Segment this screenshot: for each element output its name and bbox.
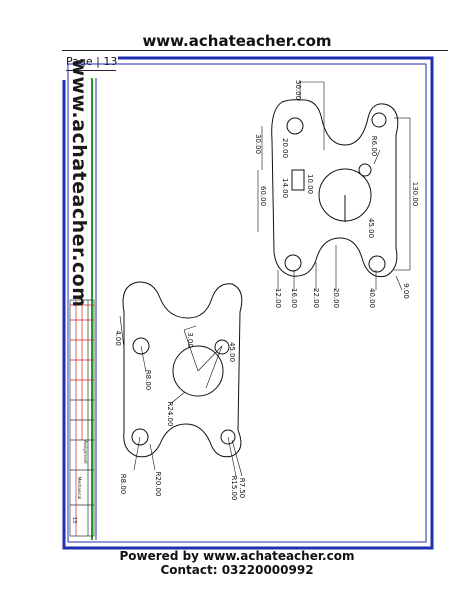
bottom-dimension-lines (119, 315, 243, 477)
title-block-dept: Mechanical (77, 477, 82, 500)
dim-top-30: 30.00 (254, 134, 262, 154)
dim-bottom-r24: R24.00 (166, 402, 174, 427)
footer-powered: Powered by www.achateacher.com (119, 549, 355, 563)
dim-bottom-r15: R15.00 (230, 476, 238, 501)
top-part-drawing (271, 99, 399, 278)
bottom-part-drawing (122, 281, 243, 458)
dim-top-60: 60.00 (259, 186, 267, 206)
dim-top-22: 22.00 (312, 288, 320, 308)
dim-top-10: 10.00 (306, 174, 314, 194)
dim-top-50: 50.00 (294, 80, 302, 100)
page-label: Page | 13 (66, 55, 118, 68)
dim-top-45: 45.00 (367, 218, 375, 238)
dim-top-12: 12.00 (274, 288, 282, 308)
dim-bottom-3: 3.00 (186, 332, 194, 348)
dim-bottom-4: 4.00 (114, 330, 122, 346)
dim-top-40: 40.00 (368, 288, 376, 308)
dim-top-9: 9.00 (402, 283, 410, 299)
dim-bottom-r8a: R8.00 (144, 370, 152, 390)
title-block: Assignment Mechanical 13 (69, 299, 95, 537)
frame-blue (62, 56, 434, 550)
bottom-dimension-labels: 4.00 3.00 45.00 R8.00 R24.00 R8.00 R20.0… (114, 330, 246, 500)
top-dimension-labels: 50.00 20.00 R6.00 10.00 14.00 30.00 60.0… (254, 80, 419, 308)
dim-top-16: 16.00 (290, 288, 298, 308)
frame-inner (67, 63, 427, 543)
dim-top-20b: 20.00 (332, 288, 340, 308)
dim-bottom-r20: R20.00 (154, 472, 162, 497)
dim-bottom-r7-5: R7.50 (238, 478, 246, 498)
dim-bottom-45: 45.00 (228, 342, 236, 362)
watermark-text: www.achateacher.com (68, 58, 90, 308)
page-label-rule (66, 70, 116, 71)
watermark: www.achateacher.com (64, 58, 94, 307)
header-rule (62, 50, 448, 51)
dim-top-14: 14.00 (281, 178, 289, 198)
footer-contact: Contact: 03220000992 (160, 563, 314, 577)
header-site: www.achateacher.com (142, 32, 332, 50)
title-block-subject: Assignment (83, 440, 88, 464)
dim-top-r6: R6.00 (370, 136, 378, 156)
dim-top-130: 130.00 (411, 182, 419, 207)
top-dimension-lines (257, 81, 411, 291)
dim-bottom-r8b: R8.00 (119, 474, 127, 494)
title-block-sheet: 13 (71, 517, 77, 523)
dim-top-20: 20.00 (281, 138, 289, 158)
